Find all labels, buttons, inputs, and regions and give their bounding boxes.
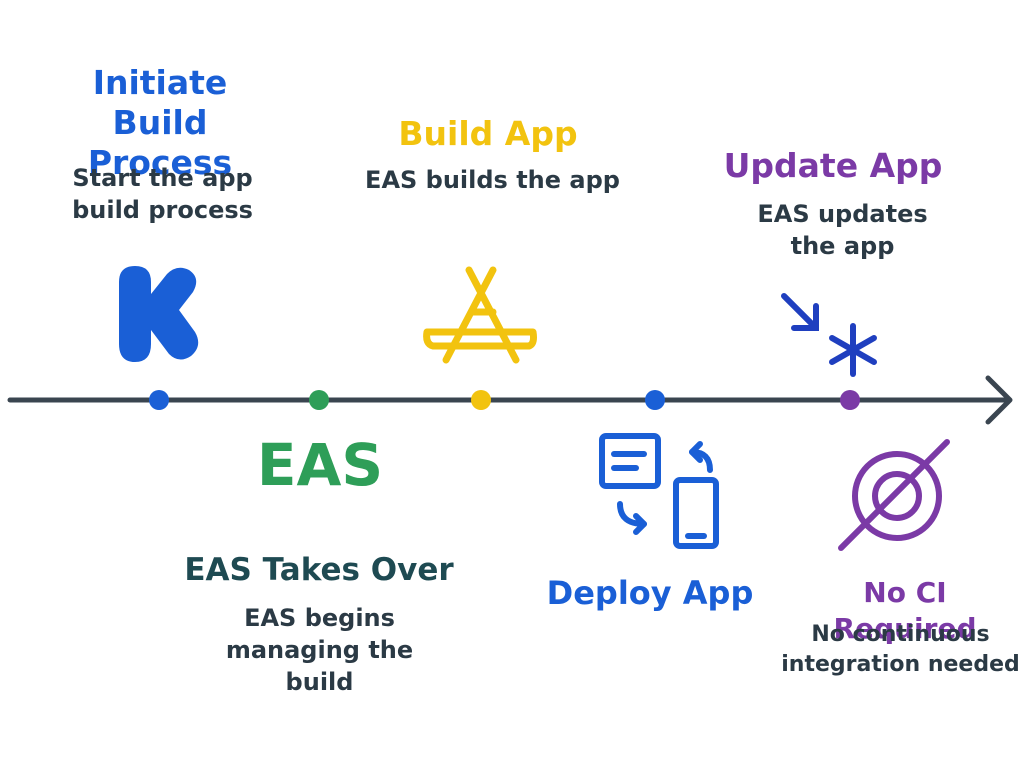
- asterisk-arrow-icon: [781, 293, 877, 377]
- timeline-dot-build: [471, 390, 491, 410]
- deploy-device-icon: [599, 433, 719, 549]
- initiate-title: Initiate Build Process: [87, 63, 233, 182]
- update-desc: EAS updates the app: [757, 200, 928, 260]
- timeline-dot-eas: [309, 390, 329, 410]
- noci-desc: No continuous integration needed: [781, 622, 1020, 677]
- timeline-arrowhead: [985, 375, 1013, 425]
- update-title: Update App: [723, 146, 943, 185]
- timeline-dot-initiate: [149, 390, 169, 410]
- eas-title: EAS Takes Over: [184, 552, 454, 588]
- kickstarter-k-icon: [119, 266, 199, 362]
- timeline-dot-deploy: [645, 390, 665, 410]
- eas-desc: EAS begins managing the build: [225, 604, 414, 696]
- eas-logo: EAS: [256, 431, 384, 499]
- build-title: Build App: [398, 114, 578, 153]
- timeline-dot-update: [840, 390, 860, 410]
- initiate-desc: Start the app build process: [72, 164, 253, 224]
- noci-title: No CI Required: [833, 576, 977, 645]
- app-store-icon: [423, 266, 537, 364]
- no-ci-icon: [838, 439, 950, 551]
- deploy-title: Deploy App: [546, 574, 754, 612]
- build-desc: EAS builds the app: [365, 166, 620, 194]
